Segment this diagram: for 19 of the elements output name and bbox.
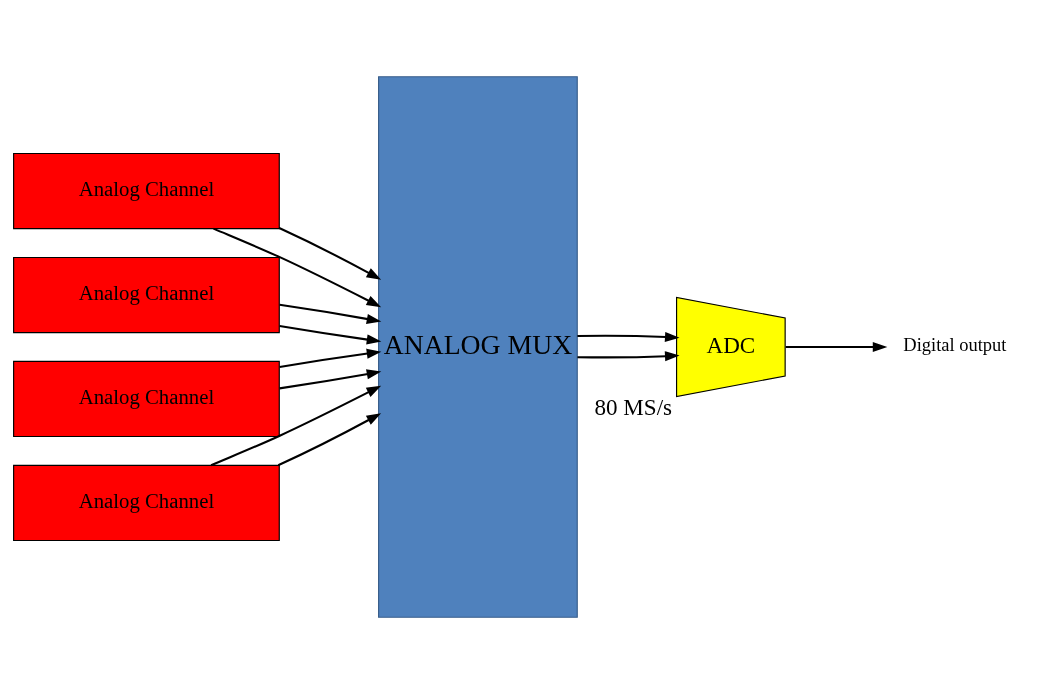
arrow xyxy=(278,303,381,324)
node-box: ADC xyxy=(675,296,786,398)
node-box: Analog Channel xyxy=(12,464,280,542)
arrow xyxy=(576,351,680,362)
node-box: Analog Channel xyxy=(12,152,280,230)
node-label: 80 MS/s xyxy=(593,394,672,421)
arrow xyxy=(277,226,381,280)
arrow xyxy=(785,341,887,353)
node-box: Analog Channel xyxy=(12,360,280,438)
node-box: ANALOG MUX xyxy=(377,76,578,618)
node-text: Digital output xyxy=(902,335,1006,356)
arrow xyxy=(278,369,381,390)
arrow xyxy=(278,325,381,345)
arrow xyxy=(277,413,381,467)
arrow xyxy=(278,348,381,369)
arrow xyxy=(210,385,381,467)
arrow xyxy=(212,227,381,308)
node-box: Analog Channel xyxy=(12,256,280,334)
arrow xyxy=(576,331,680,343)
